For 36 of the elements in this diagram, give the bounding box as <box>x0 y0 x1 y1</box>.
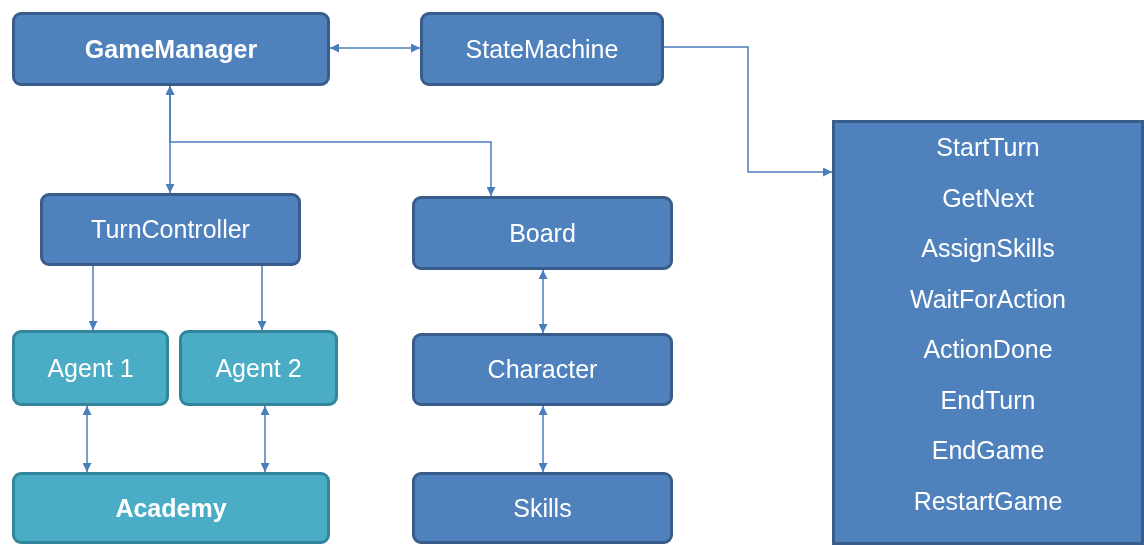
arrow <box>538 269 548 334</box>
state-label: ActionDone <box>923 337 1053 362</box>
state-label: WaitForAction <box>909 286 1067 312</box>
state-list-box <box>832 120 1144 545</box>
state-label: AssignSkills <box>921 236 1055 261</box>
box-label: GameManager <box>84 34 258 64</box>
process-box <box>12 12 330 86</box>
arrow <box>88 265 98 331</box>
process-box <box>412 196 673 270</box>
arrow <box>329 43 421 53</box>
state-label: EndTurn <box>940 387 1036 413</box>
arrow <box>538 405 548 473</box>
box-label: Character <box>487 355 598 384</box>
process-box <box>40 193 301 266</box>
box-label: Agent 2 <box>215 353 302 383</box>
box-label: Agent 1 <box>47 353 134 383</box>
arrow <box>165 85 496 197</box>
arrow <box>82 405 92 473</box>
arrow <box>257 265 267 331</box>
agent-box <box>12 472 330 544</box>
process-box <box>412 472 673 544</box>
process-box <box>412 333 673 406</box>
box-label: TurnController <box>91 215 250 244</box>
box-label: Board <box>509 218 576 248</box>
box-label: Academy <box>115 493 227 523</box>
state-label: GetNext <box>942 185 1034 211</box>
state-label: StartTurn <box>936 135 1040 160</box>
arrow <box>663 46 833 177</box>
process-box <box>420 12 664 86</box>
agent-box <box>12 330 169 406</box>
agent-box <box>179 330 338 406</box>
state-label: RestartGame <box>913 488 1063 514</box>
box-label: StateMachine <box>465 34 619 64</box>
state-label: EndGame <box>931 438 1045 463</box>
box-label: Skills <box>513 493 572 523</box>
arrow <box>260 405 270 473</box>
